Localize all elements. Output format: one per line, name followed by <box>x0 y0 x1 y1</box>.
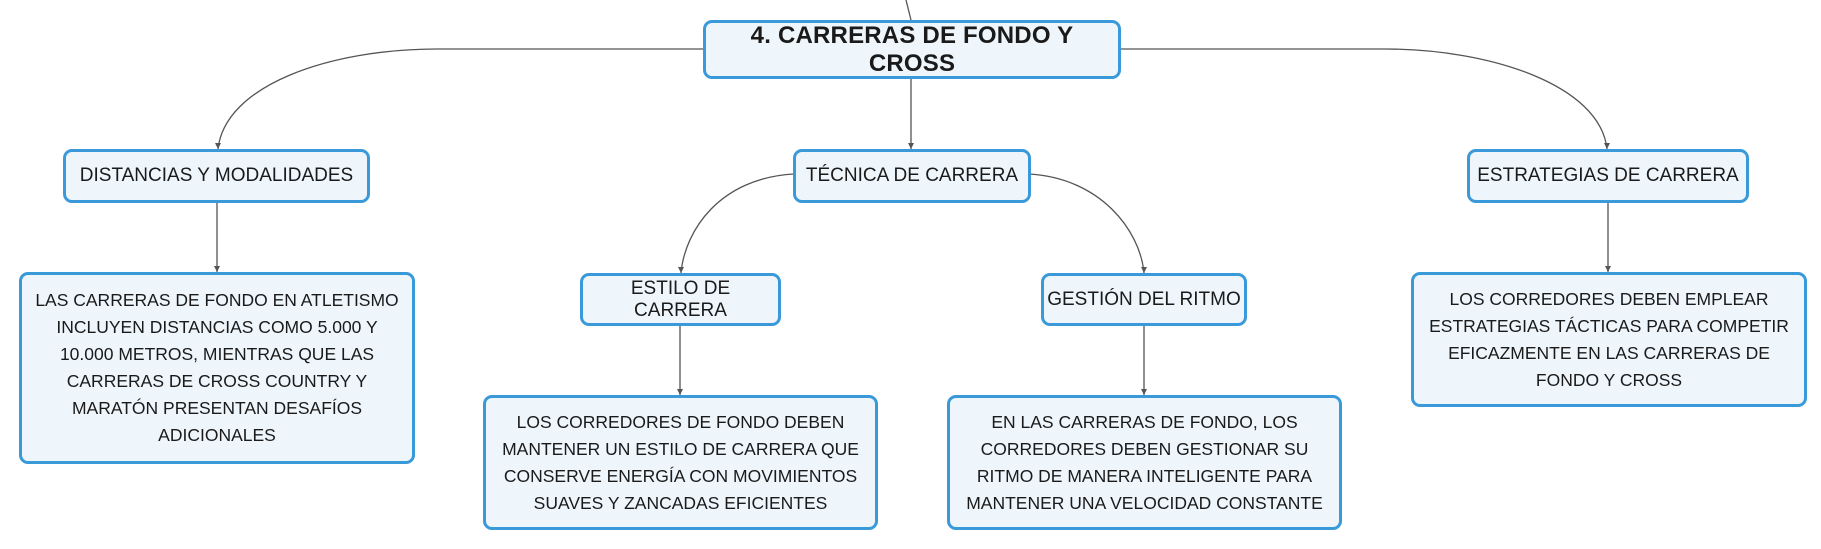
detail-text: LAS CARRERAS DE FONDO EN ATLETISMO INCLU… <box>35 290 399 445</box>
topic-estilo-de-carrera[interactable]: ESTILO DE CARRERA <box>580 273 781 326</box>
detail-estilo-de-carrera[interactable]: LOS CORREDORES DE FONDO DEBEN MANTENER U… <box>483 395 878 530</box>
connector-tecnica-gestion <box>1028 173 1145 274</box>
topic-gestion-del-ritmo[interactable]: GESTIÓN DEL RITMO <box>1041 273 1247 326</box>
topic-tecnica-de-carrera[interactable]: TÉCNICA DE CARRERA <box>793 149 1031 203</box>
topic-label: TÉCNICA DE CARRERA <box>805 165 1019 186</box>
connector-tecnica-estilo <box>680 173 795 274</box>
connector-root-distancias <box>217 48 703 150</box>
topic-estrategias-de-carrera[interactable]: ESTRATEGIAS DE CARRERA <box>1467 149 1749 203</box>
detail-gestion-del-ritmo[interactable]: EN LAS CARRERAS DE FONDO, LOS CORREDORES… <box>947 395 1342 530</box>
topic-label: DISTANCIAS Y MODALIDADES <box>79 165 354 186</box>
topic-label: ESTILO DE CARRERA <box>630 277 731 321</box>
topic-distancias-y-modalidades[interactable]: DISTANCIAS Y MODALIDADES <box>63 149 370 203</box>
root-topic[interactable]: 4. CARRERAS DE FONDO Y CROSS <box>703 20 1121 79</box>
topic-label: GESTIÓN DEL RITMO <box>1047 288 1241 310</box>
connector-root-parent <box>905 0 912 21</box>
detail-text: LOS CORREDORES DEBEN EMPLEAR ESTRATEGIAS… <box>1429 288 1789 390</box>
detail-text: EN LAS CARRERAS DE FONDO, LOS CORREDORES… <box>966 411 1323 513</box>
detail-distancias-y-modalidades[interactable]: LAS CARRERAS DE FONDO EN ATLETISMO INCLU… <box>19 272 415 464</box>
detail-text: LOS CORREDORES DE FONDO DEBEN MANTENER U… <box>502 411 859 513</box>
connector-root-estrategias <box>1120 48 1608 150</box>
topic-label: ESTRATEGIAS DE CARRERA <box>1477 165 1739 186</box>
detail-estrategias-de-carrera[interactable]: LOS CORREDORES DEBEN EMPLEAR ESTRATEGIAS… <box>1411 272 1807 407</box>
root-topic-label: 4. CARRERAS DE FONDO Y CROSS <box>750 21 1074 77</box>
